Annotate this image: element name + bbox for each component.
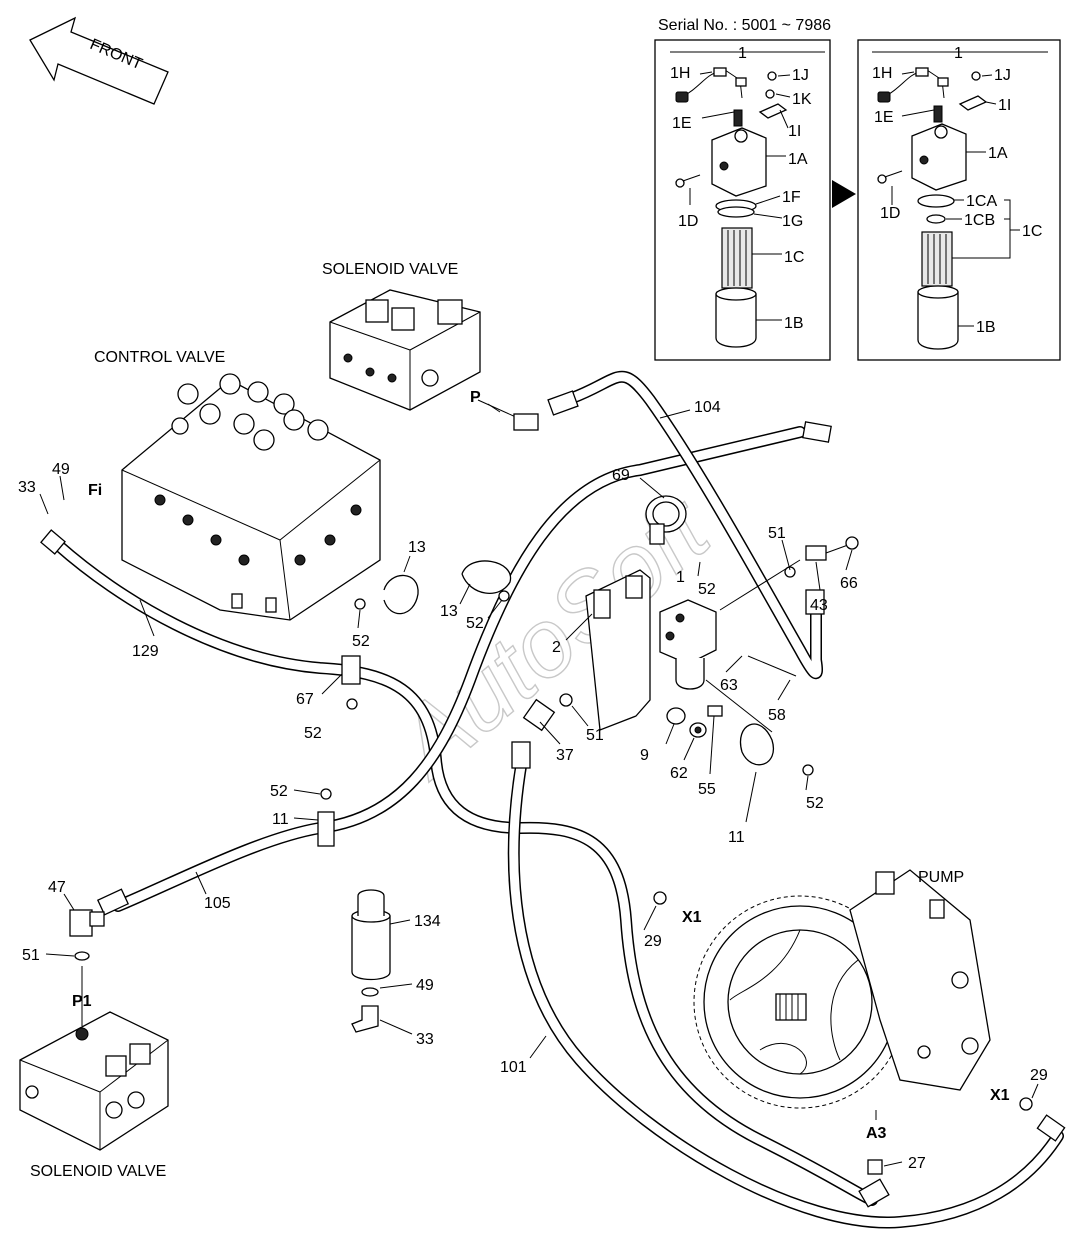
callout-29: 29: [644, 933, 662, 950]
serial-note: Serial No. : 5001 ~ 7986: [658, 17, 831, 34]
detail-new-assembly: 1: [954, 45, 963, 62]
detail-box-old: [654, 39, 831, 361]
callout-49: 49: [416, 977, 434, 994]
clamps-13: [354, 560, 511, 615]
callout-51: 51: [768, 525, 786, 542]
leader-lines: [39, 403, 1039, 1167]
detail-new-1H: 1H: [872, 65, 892, 82]
front-arrow: FRONT: [29, 16, 169, 105]
callout-62: 62: [670, 765, 688, 782]
accumulator-134: [351, 889, 391, 1033]
callout-52: 52: [270, 783, 288, 800]
part-callouts: 104 69 51 1 66 52 43 13 13 52 52 2 63 58…: [18, 399, 1048, 1172]
detail-old-1D: 1D: [678, 213, 698, 230]
detail-old-1G: 1G: [782, 213, 803, 230]
detail-new-1A: 1A: [988, 145, 1008, 162]
detail-box-new: [857, 39, 1061, 361]
callout-58: 58: [768, 707, 786, 724]
detail-old-1C: 1C: [784, 249, 804, 266]
callout-63: 63: [720, 677, 738, 694]
detail-new-1C: 1C: [1022, 223, 1042, 240]
small-parts: [522, 693, 723, 738]
port-x1-left: X1: [682, 909, 702, 926]
detail-old-assembly: 1: [738, 45, 747, 62]
callout-33: 33: [18, 479, 36, 496]
port-fi: Fi: [88, 482, 102, 499]
callout-66: 66: [840, 575, 858, 592]
hose-fittings: [40, 390, 1066, 1208]
callout-27: 27: [908, 1155, 926, 1172]
callout-37: 37: [556, 747, 574, 764]
callout-52: 52: [466, 615, 484, 632]
clamp-11-right: [739, 723, 814, 776]
callout-69: 69: [612, 467, 630, 484]
detail-old-1E: 1E: [672, 115, 692, 132]
callout-11: 11: [728, 829, 745, 846]
detail-new-1J: 1J: [994, 67, 1011, 84]
solenoid-valve-bottom: [19, 966, 169, 1151]
titles: SOLENOID VALVE CONTROL VALVE PUMP SOLENO…: [30, 261, 964, 1180]
detail-old-1F: 1F: [782, 189, 801, 206]
callout-13: 13: [440, 603, 458, 620]
callout-52: 52: [352, 633, 370, 650]
callout-134: 134: [414, 913, 441, 930]
callout-47: 47: [48, 879, 66, 896]
port-p: P: [470, 389, 481, 406]
clamp-67: [341, 655, 361, 710]
detail-new-labels: 1 1H 1J 1E 1I 1A 1CA 1D 1CB 1C 1B: [872, 45, 1042, 336]
callout-52: 52: [304, 725, 322, 742]
detail-new-1CA: 1CA: [966, 193, 997, 210]
hoses: [52, 370, 1064, 1229]
callout-105: 105: [204, 895, 231, 912]
detail-old-1K: 1K: [792, 91, 812, 108]
title-pump: PUMP: [918, 869, 964, 886]
detail-old-1B: 1B: [784, 315, 804, 332]
clamp-69: [645, 495, 687, 545]
detail-new-1E: 1E: [874, 109, 894, 126]
callout-129: 129: [132, 643, 159, 660]
tee-fitting: [805, 536, 859, 561]
callout-9: 9: [640, 747, 649, 764]
clamp-11-left: [317, 788, 335, 847]
detail-old-labels: 1 1H 1J 1K 1E 1I 1A 1F 1D 1G 1C 1B: [670, 45, 812, 332]
port-a3: A3: [866, 1125, 887, 1142]
detail-old-1A: 1A: [788, 151, 808, 168]
callout-52: 52: [806, 795, 824, 812]
callout-49: 49: [52, 461, 70, 478]
pump: [653, 869, 1033, 1175]
callout-101: 101: [500, 1059, 527, 1076]
title-solenoid-valve-top: SOLENOID VALVE: [322, 261, 458, 278]
detail-old-1I: 1I: [788, 123, 801, 140]
elbow-47: [69, 909, 105, 961]
callout-11: 11: [272, 811, 289, 828]
port-p1: P1: [72, 993, 92, 1010]
callout-52: 52: [698, 581, 716, 598]
callout-2: 2: [552, 639, 561, 656]
callout-33: 33: [416, 1031, 434, 1048]
callout-104: 104: [694, 399, 721, 416]
callout-51: 51: [22, 947, 40, 964]
port-x1-right: X1: [990, 1087, 1010, 1104]
detail-new-1I: 1I: [998, 97, 1011, 114]
pilot-filter-assembly: [585, 559, 801, 733]
solenoid-valve-top: [329, 289, 539, 431]
detail-old-1J: 1J: [792, 67, 809, 84]
detail-new-1D: 1D: [880, 205, 900, 222]
detail-old-1H: 1H: [670, 65, 690, 82]
callout-51: 51: [586, 727, 604, 744]
detail-new-1B: 1B: [976, 319, 996, 336]
title-control-valve: CONTROL VALVE: [94, 349, 225, 366]
control-valve: [121, 373, 381, 621]
detail-new-1CB: 1CB: [964, 212, 995, 229]
title-solenoid-valve-bottom: SOLENOID VALVE: [30, 1163, 166, 1180]
callout-1: 1: [676, 569, 685, 586]
arrow-right-icon: [832, 180, 856, 208]
port-labels: P Fi P1 X1 X1 A3: [72, 389, 1010, 1142]
callout-13: 13: [408, 539, 426, 556]
callout-43: 43: [810, 597, 828, 614]
callout-67: 67: [296, 691, 314, 708]
callout-29: 29: [1030, 1067, 1048, 1084]
callout-55: 55: [698, 781, 716, 798]
